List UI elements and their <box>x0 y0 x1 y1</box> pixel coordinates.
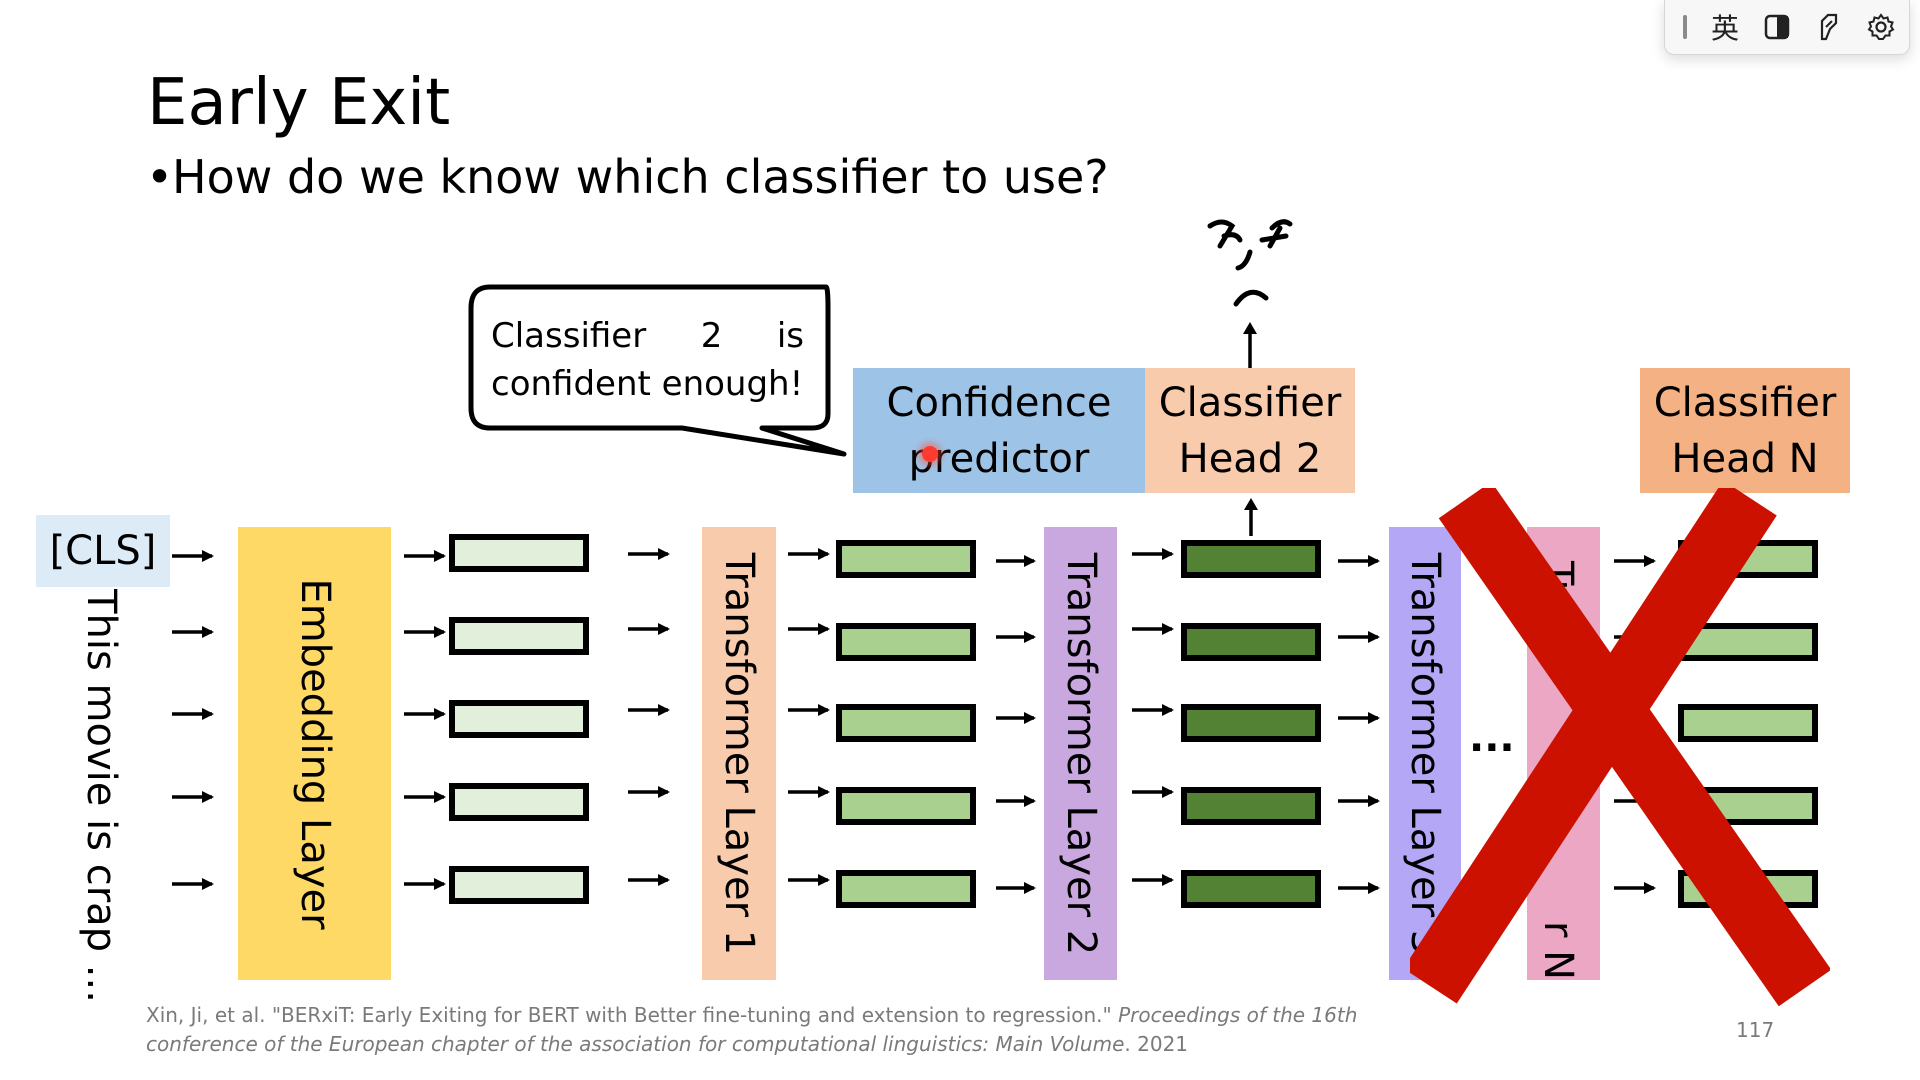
slide-title: Early Exit <box>147 66 451 140</box>
vector-col2-row3 <box>836 704 976 742</box>
arrow-up-to-head2 <box>1244 498 1258 536</box>
citation-italic-1: Proceedings of the 16th <box>1118 1003 1358 1027</box>
vector-col2-row5 <box>836 870 976 908</box>
skin-button[interactable] <box>1803 5 1855 49</box>
vector-col1-row5 <box>449 866 589 904</box>
confidence-predictor-box: Confidence predictor <box>853 368 1145 493</box>
transformer-layer-2: Transformer Layer 2 <box>1044 527 1117 980</box>
half-width-toggle-button[interactable] <box>1751 5 1803 49</box>
cls-token-box: [CLS] <box>36 515 170 587</box>
skin-icon <box>1820 13 1838 41</box>
citation-italic-2: conference of the European chapter of th… <box>146 1032 1125 1056</box>
vector-col1-row3 <box>449 700 589 738</box>
confidence-predictor-line2: predictor <box>908 435 1090 482</box>
layer-ellipsis: ... <box>1469 715 1515 761</box>
vector-col1-row1 <box>449 534 589 572</box>
vector-col2-row4 <box>836 787 976 825</box>
vector-col3-row1 <box>1181 540 1321 578</box>
callout-line2: confident enough! <box>491 364 804 404</box>
vector-col1-row4 <box>449 783 589 821</box>
language-toggle-button[interactable]: 英 <box>1699 5 1751 49</box>
vector-col2-row1 <box>836 540 976 578</box>
classifier-head-n-line1: Classifier <box>1653 379 1837 426</box>
settings-gear-icon <box>1867 13 1895 40</box>
callout-text: Classifier 2 is confident enough! <box>491 312 804 408</box>
classifier-head-n-line2: Head N <box>1671 435 1819 482</box>
transformer-layer-1: Transformer Layer 1 <box>702 527 776 980</box>
callout-word-classifier: Classifier <box>491 316 647 356</box>
vector-col3-row2 <box>1181 623 1321 661</box>
vector-col3-row4 <box>1181 787 1321 825</box>
mode-half-icon <box>1764 14 1790 40</box>
cls-token-label: [CLS] <box>49 528 157 574</box>
laser-pointer-dot <box>922 446 938 462</box>
callout-word-2: 2 <box>700 316 723 356</box>
vector-col2-row2 <box>836 623 976 661</box>
bullet-dot: • <box>146 150 174 204</box>
ime-toolbar: 英 <box>1664 0 1910 55</box>
bullet-text: How do we know which classifier to use? <box>172 150 1109 204</box>
citation: Xin, Ji, et al. "BERxiT: Early Exiting f… <box>146 1001 1357 1059</box>
confidence-predictor-line1: Confidence <box>886 379 1112 426</box>
handwritten-annotation <box>1207 219 1293 307</box>
vector-col1-row2 <box>449 617 589 655</box>
toolbar-drag-handle[interactable] <box>1683 15 1687 39</box>
vector-col4-row3 <box>1678 704 1818 742</box>
bullet-point: •How do we know which classifier to use? <box>146 150 1109 204</box>
settings-button[interactable] <box>1855 5 1907 49</box>
classifier-head-2-line1: Classifier <box>1158 379 1342 426</box>
classifier-head-2-line2: Head 2 <box>1178 435 1322 482</box>
red-cross-icon <box>1410 488 1830 1007</box>
citation-plain-2: . 2021 <box>1124 1032 1189 1056</box>
vector-col3-row3 <box>1181 704 1321 742</box>
page-number: 117 <box>1736 1018 1775 1042</box>
speech-bubble <box>468 284 847 457</box>
arrow-up-head2-output <box>1243 322 1257 368</box>
embedding-layer: Embedding Layer <box>238 527 391 980</box>
callout-word-is: is <box>776 316 804 356</box>
vector-col3-row5 <box>1181 870 1321 908</box>
language-label: 英 <box>1710 12 1739 45</box>
citation-plain-1: Xin, Ji, et al. "BERxiT: Early Exiting f… <box>146 1003 1119 1027</box>
